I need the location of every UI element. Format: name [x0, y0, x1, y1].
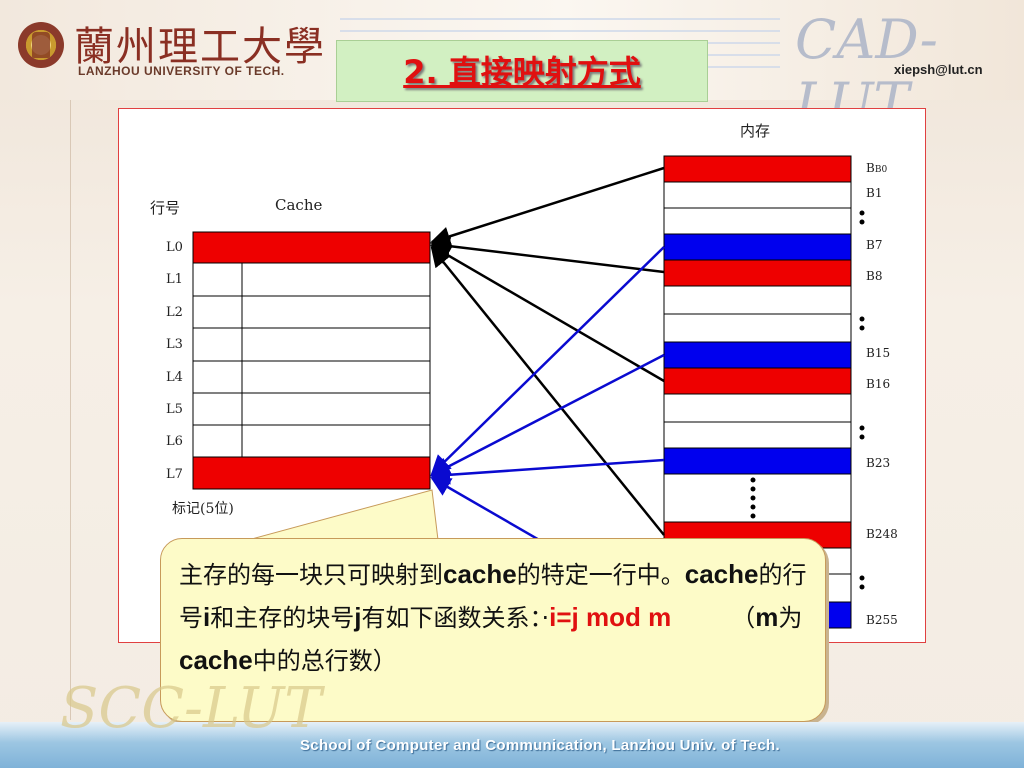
cache-line-2 — [192, 295, 431, 329]
cache-line-label: L0 — [166, 240, 183, 255]
memory-label-B15: B15 — [866, 346, 890, 360]
memory-label-B16: B16 — [866, 377, 890, 391]
memory-block — [663, 393, 852, 423]
university-name-cn: 蘭州理工大學 — [74, 24, 326, 70]
memory-block — [663, 285, 852, 315]
university-seal-icon — [18, 22, 64, 68]
memory-label-B0: BB0 — [866, 161, 887, 175]
arrow-B8-to-L0 — [430, 236, 665, 274]
memory-label-B7: B7 — [866, 238, 882, 252]
scc-logo: SCC-LUT — [60, 676, 322, 741]
cache-line-label: L4 — [166, 370, 183, 385]
memory-block-B16 — [663, 367, 852, 395]
ellipsis-dots — [750, 210, 865, 590]
memory-block-B15 — [663, 341, 852, 369]
cache-line-3 — [192, 327, 431, 362]
cache-line-0 — [192, 231, 431, 264]
slide-title: 2. 直接映射方式 — [403, 53, 641, 91]
cache-line-7 — [192, 456, 431, 490]
cache-line-label: L3 — [166, 337, 183, 352]
cache-line-4 — [192, 360, 431, 394]
footer-text: School of Computer and Communication, La… — [300, 737, 780, 754]
memory-block — [663, 421, 852, 449]
memory-label-B1: B1 — [866, 186, 882, 200]
memory-block — [663, 313, 852, 343]
memory-block-B8 — [663, 259, 852, 287]
cache-line-label: L1 — [166, 272, 183, 287]
memory-block-labels: BB0 B1 B7 B8 B15 B16 B23 B248 B255 — [866, 161, 898, 627]
memory-block-B1 — [663, 181, 852, 209]
callout-pointer — [247, 489, 439, 541]
university-name-en: LANZHOU UNIVERSITY OF TECH. — [78, 64, 285, 78]
memory-block-B0 — [663, 155, 852, 183]
footer-band — [0, 722, 1024, 768]
row-label: 行号 — [150, 199, 180, 217]
cache-line-5 — [192, 392, 431, 426]
formula: i=j mod m — [549, 602, 672, 632]
slide-title-box: 2. 直接映射方式 — [336, 40, 708, 102]
memory-label-B8: B8 — [866, 269, 882, 283]
memory-block-B7 — [663, 233, 852, 261]
arrow-B0-to-L0 — [430, 166, 665, 247]
cache-line-label: L6 — [166, 434, 183, 449]
memory-label-B248: B248 — [866, 527, 898, 541]
arrow-B248-to-L0 — [430, 246, 665, 536]
memory-block-B23 — [663, 447, 852, 475]
arrow-B7-to-L7 — [430, 246, 665, 476]
author-email: xiepsh@lut.cn — [894, 62, 983, 77]
cache-table — [192, 231, 431, 490]
cache-line-label: L5 — [166, 402, 183, 417]
memory-block-gap — [663, 473, 852, 523]
memory-label-B255: B255 — [866, 613, 898, 627]
memory-label: 内存 — [740, 122, 770, 140]
cache-line-6 — [192, 424, 431, 458]
black-mapping-arrows — [430, 166, 665, 536]
memory-label-B23: B23 — [866, 456, 890, 470]
callout-text: 主存的每一块只可映射到cache的特定一行中。cache的行号i和主存的块号j有… — [179, 559, 807, 675]
cache-line-label: L2 — [166, 305, 183, 320]
tag-label: 标记(5位) — [172, 501, 234, 517]
arrow-B16-to-L0 — [430, 244, 665, 383]
margin-line — [70, 100, 71, 720]
arrow-B23-to-L7 — [430, 458, 665, 485]
cache-label: Cache — [275, 196, 322, 214]
cache-line-labels: L0 L1 L2 L3 L4 L5 L6 L7 — [166, 240, 183, 482]
explanation-callout: 主存的每一块只可映射到cache的特定一行中。cache的行号i和主存的块号j有… — [160, 538, 826, 722]
cache-line-label: L7 — [166, 467, 183, 482]
cache-line-1 — [192, 262, 431, 297]
memory-block — [663, 207, 852, 235]
arrow-B15-to-L7 — [430, 353, 665, 477]
